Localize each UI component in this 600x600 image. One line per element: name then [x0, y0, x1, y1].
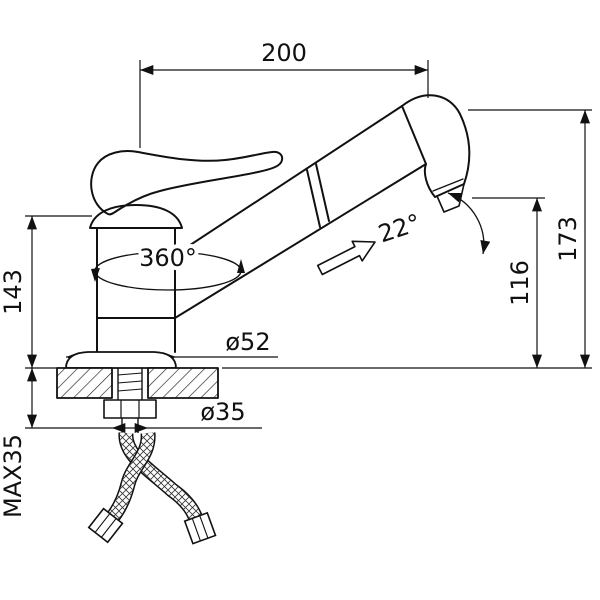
dimension-body-height: 143: [0, 215, 92, 369]
dimension-overall-height: 173: [222, 109, 592, 369]
head-angle-annotation: 22°: [371, 192, 491, 255]
dim-label-overall-height: 173: [554, 216, 582, 262]
dimension-spout-reach: 200: [139, 39, 429, 148]
supply-hoses: [87, 432, 217, 545]
spray-face-line: [432, 178, 464, 192]
dim-label-outlet-height: 116: [506, 260, 534, 306]
spout-junction-ring-1: [306, 169, 321, 228]
dimension-hole-diameter: ø35: [112, 398, 262, 433]
countertop-left: [56, 367, 113, 399]
rotation-annotation: 360°: [91, 240, 245, 291]
spray-head: [401, 94, 471, 198]
rotation-arrow-left-icon: [91, 268, 100, 282]
handle-lever: [90, 150, 284, 216]
hose-b: [107, 432, 155, 522]
hose-fitting-left: [87, 507, 124, 544]
head-angle-label: 22°: [375, 209, 424, 249]
hose-a: [119, 432, 202, 522]
dim-label-hole-diameter: ø35: [200, 398, 245, 426]
dim-label-max-thickness: MAX35: [0, 434, 27, 518]
hose-fitting-right: [183, 511, 217, 545]
spout-bottom-edge: [174, 163, 427, 319]
cartridge-dome: [89, 204, 183, 229]
pull-out-arrow-icon: [316, 240, 376, 276]
shank-threads: [117, 372, 143, 392]
dim-label-base-diameter: ø52: [225, 328, 270, 356]
dimension-outlet-height: 116: [472, 197, 545, 368]
dim-label-spout-reach: 200: [261, 39, 307, 67]
dimension-base-diameter: ø52: [66, 328, 278, 362]
rotation-arrow-right-icon: [237, 259, 245, 273]
rotation-label: 360°: [139, 244, 197, 272]
dim-label-body-height: 143: [0, 269, 27, 315]
countertop-right: [147, 367, 219, 399]
spout-top-edge: [174, 105, 403, 256]
mounting-nut: [103, 399, 157, 419]
dimension-max-thickness: MAX35: [0, 368, 112, 518]
base-flange: [65, 351, 177, 369]
mounting-parts: [56, 351, 219, 433]
spout-junction-ring-2: [315, 163, 330, 222]
